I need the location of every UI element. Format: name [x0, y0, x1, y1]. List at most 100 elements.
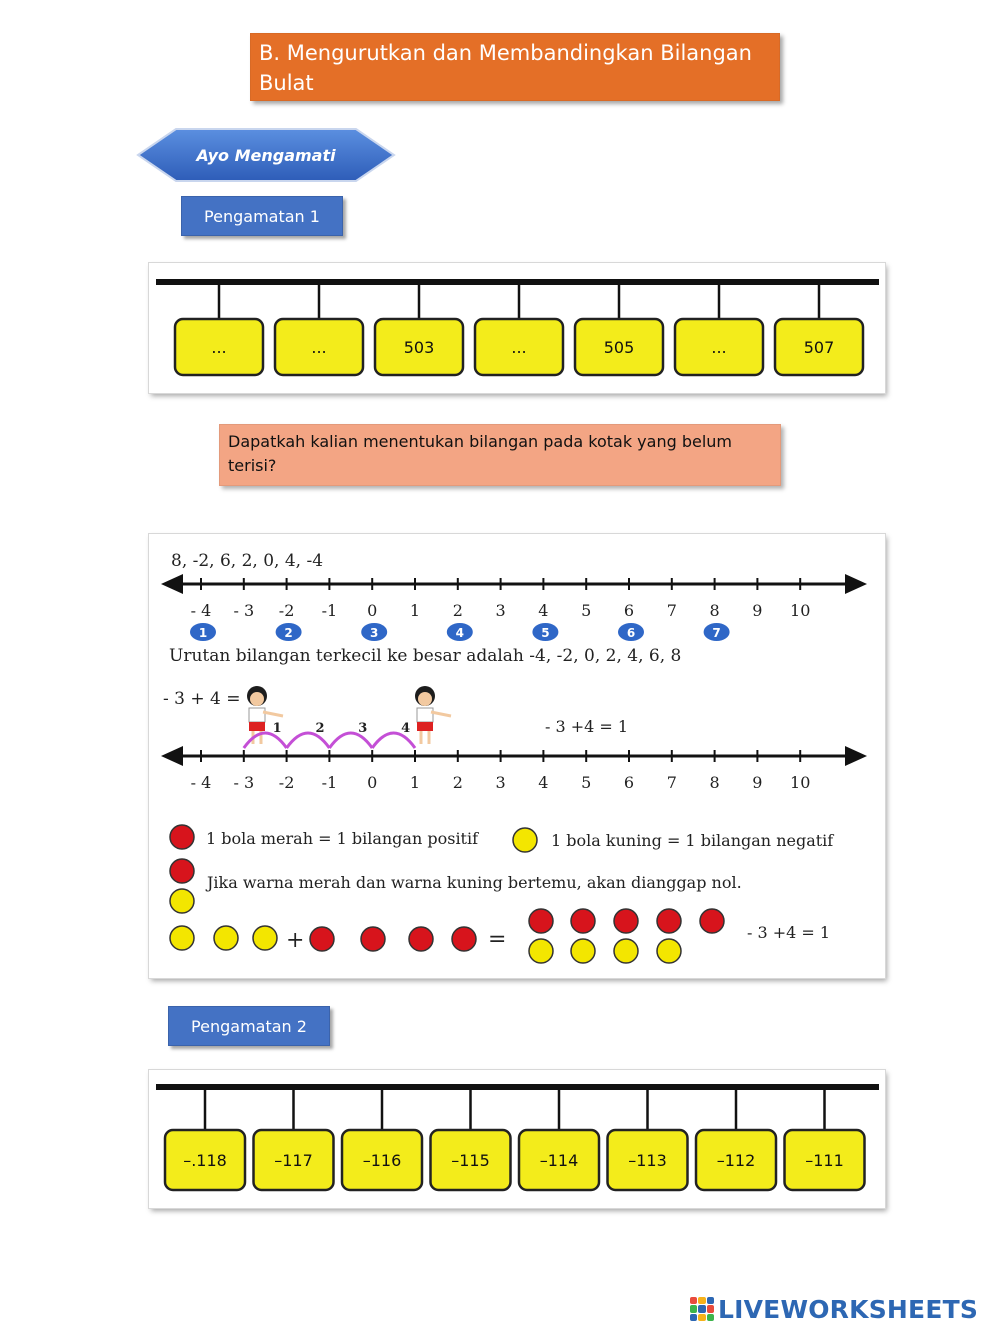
red-ball-icon	[309, 926, 335, 952]
tick-label: 8	[710, 601, 720, 620]
expression-left: - 3 + 4 =	[163, 689, 240, 709]
yellow-ball-icon	[512, 827, 538, 853]
number-box: –111	[783, 1128, 866, 1192]
sequence-text: 8, -2, 6, 2, 0, 4, -4	[171, 551, 323, 571]
red-ball-icon	[656, 908, 682, 934]
top-rail	[156, 279, 879, 285]
number-box: ...	[273, 317, 365, 377]
tick-label: 1	[410, 601, 420, 620]
order-badge-label: 2	[284, 626, 292, 640]
number-box: –114	[517, 1128, 601, 1192]
tick-label: 6	[624, 773, 634, 792]
number-box-label: –113	[628, 1151, 667, 1170]
observation2-label: Pengamatan 2	[168, 1006, 330, 1046]
tick-label: - 4	[191, 773, 212, 792]
tick-label: 10	[790, 601, 810, 620]
jump-arc	[328, 731, 374, 749]
number-box-label: –117	[274, 1151, 313, 1170]
number-box-label: ...	[511, 338, 526, 357]
tick-label: 2	[453, 773, 463, 792]
tick-label: 1	[410, 773, 420, 792]
number-box-label: ...	[211, 338, 226, 357]
number-box: ...	[673, 317, 765, 377]
tick-label: 7	[667, 601, 677, 620]
final-equation: - 3 +4 = 1	[747, 923, 830, 942]
yellow-ball-icon	[169, 888, 195, 914]
number-box: –117	[252, 1128, 335, 1192]
observation1-panel: ...... 503... 505... 507	[149, 263, 885, 393]
arrow-left-2	[161, 746, 183, 766]
jump-label: 4	[401, 721, 410, 736]
tick-label: 0	[367, 601, 377, 620]
red-ball-icon	[570, 908, 596, 934]
order-badge	[532, 623, 559, 641]
tick-label: -2	[279, 773, 295, 792]
order-badge	[446, 623, 473, 641]
tick-label: 6	[624, 601, 634, 620]
tick-label: 2	[453, 601, 463, 620]
number-box: 505	[573, 317, 665, 377]
number-box-label: 505	[604, 338, 635, 357]
jump-label: 2	[315, 721, 324, 736]
order-badge-label: 5	[541, 626, 549, 640]
order-sentence: Urutan bilangan terkecil ke besar adalah…	[169, 646, 681, 666]
tick-label: 5	[581, 601, 591, 620]
number-box: ...	[173, 317, 265, 377]
top-rail	[156, 1084, 879, 1090]
number-box-label: 503	[404, 338, 435, 357]
tick-label: 8	[710, 773, 720, 792]
number-box-label: –.118	[183, 1151, 227, 1170]
page-title: B. Mengurutkan dan Membandingkan Bilanga…	[250, 33, 780, 101]
jump-label: 3	[358, 721, 367, 736]
tick-label: 4	[538, 601, 548, 620]
tick-label: 7	[667, 773, 677, 792]
yellow-ball-icon	[169, 925, 195, 951]
tick-label: - 3	[233, 601, 254, 620]
tick-label: -2	[279, 601, 295, 620]
yellow-ball-icon	[656, 938, 682, 964]
number-box-label: 507	[804, 338, 835, 357]
brand-name: LIVEWORKSHEETS	[718, 1294, 979, 1324]
logo-grid-icon	[690, 1297, 714, 1321]
illustration: 8, -2, 6, 2, 0, 4, -4 - 4 - 3 -2 -1 0 1 2 3 4 5 6 7…	[161, 551, 867, 964]
order-badge-label: 3	[370, 626, 378, 640]
number-box-label: ...	[311, 338, 326, 357]
jump-arc	[370, 731, 417, 749]
order-badge-label: 6	[627, 626, 635, 640]
tick-label: 5	[581, 773, 591, 792]
number-box-label: –115	[451, 1151, 490, 1170]
number-box-label: ...	[711, 338, 726, 357]
tick-label: 3	[496, 773, 506, 792]
arrow-right-2	[845, 746, 867, 766]
number-box: –112	[694, 1128, 778, 1192]
number-box-label: –112	[717, 1151, 756, 1170]
order-badge-label: 7	[712, 626, 720, 640]
yellow-ball-icon	[570, 938, 596, 964]
yellow-ball-icon	[213, 925, 239, 951]
yellow-ball-icon	[252, 925, 278, 951]
observation1-label: Pengamatan 1	[181, 196, 343, 236]
result-text: - 3 +4 = 1	[545, 717, 628, 736]
number-box: 503	[373, 317, 465, 377]
child-figure-left	[247, 686, 284, 744]
arrow-right-1	[845, 574, 867, 594]
question-text: Dapatkah kalian menentukan bilangan pada…	[219, 424, 781, 486]
number-box: –116	[340, 1128, 424, 1192]
tick-label: 10	[790, 773, 810, 792]
jump-label: 1	[273, 721, 282, 736]
child-figure-right	[415, 686, 452, 744]
section-label: Ayo Mengamati	[196, 145, 336, 165]
red-ball-icon	[528, 908, 554, 934]
tick-label: 0	[367, 773, 377, 792]
order-badge-label: 1	[199, 626, 207, 640]
hexagon-shape	[136, 128, 396, 182]
number-box-label: –116	[363, 1151, 402, 1170]
observation2-panel: –.118 –117 –116 –115 –114 –113 –112 –111	[149, 1070, 885, 1208]
order-badge	[361, 623, 388, 641]
section-badge: Ayo Mengamati	[136, 127, 396, 183]
red-ball-icon	[360, 926, 386, 952]
observation1-number-boxes: ...... 503... 505... 507	[156, 279, 879, 377]
plus-sign: +	[286, 928, 304, 953]
order-badge	[275, 623, 302, 641]
tick-label: -1	[322, 601, 338, 620]
